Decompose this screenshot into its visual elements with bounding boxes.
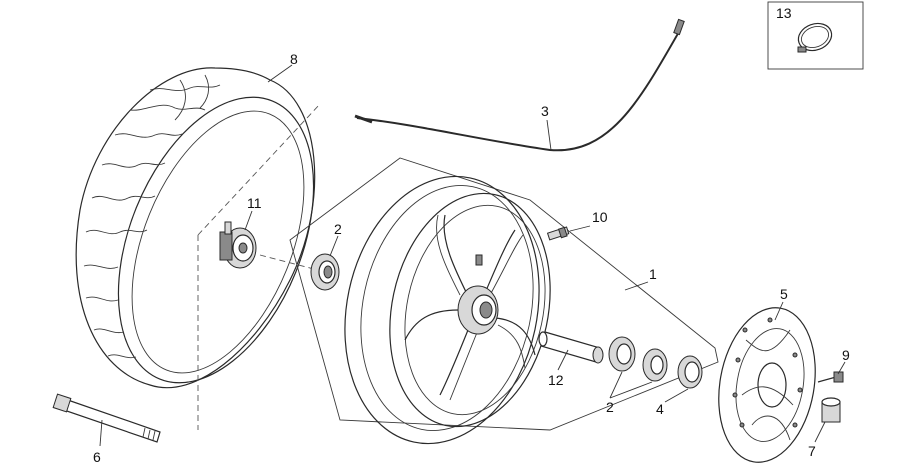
cap-part-7	[821, 397, 841, 423]
wheel-rim-part-1	[344, 175, 551, 445]
label-part-11: 11	[247, 195, 262, 211]
label-part-2-left: 2	[334, 221, 342, 237]
label-part-2-right: 2	[606, 399, 614, 415]
label-part-10: 10	[592, 209, 608, 225]
assembly-outline-part-1	[289, 157, 719, 431]
valve-part-10	[546, 226, 570, 241]
spacer-part-12	[538, 331, 604, 364]
tire-part-8	[75, 67, 316, 389]
label-part-9: 9	[842, 347, 850, 363]
part-labels: 8 3 11 2 10 1 12 2 4 5 9 7 6 13	[93, 5, 850, 465]
label-part-1: 1	[649, 266, 657, 282]
label-part-4: 4	[656, 401, 664, 417]
label-part-6: 6	[93, 449, 101, 465]
label-part-8: 8	[290, 51, 298, 67]
label-part-3: 3	[541, 103, 549, 119]
label-part-13: 13	[776, 5, 792, 21]
leader-lines	[99, 64, 846, 447]
axle-part-6	[52, 393, 161, 443]
bolt-part-9	[817, 371, 844, 383]
bearing-extra	[642, 348, 668, 382]
label-part-5: 5	[780, 286, 788, 302]
label-part-12: 12	[548, 372, 564, 388]
bearing-right-part-2	[608, 336, 636, 372]
brake-disc-part-5	[718, 307, 816, 463]
inset-box-13	[767, 1, 864, 70]
label-part-7: 7	[808, 443, 816, 459]
speedo-drive-part-11	[219, 221, 257, 269]
bearing-left-part-2	[310, 253, 340, 291]
spacer-ring-part-4	[677, 355, 703, 389]
speedo-cable-part-3	[354, 18, 685, 152]
